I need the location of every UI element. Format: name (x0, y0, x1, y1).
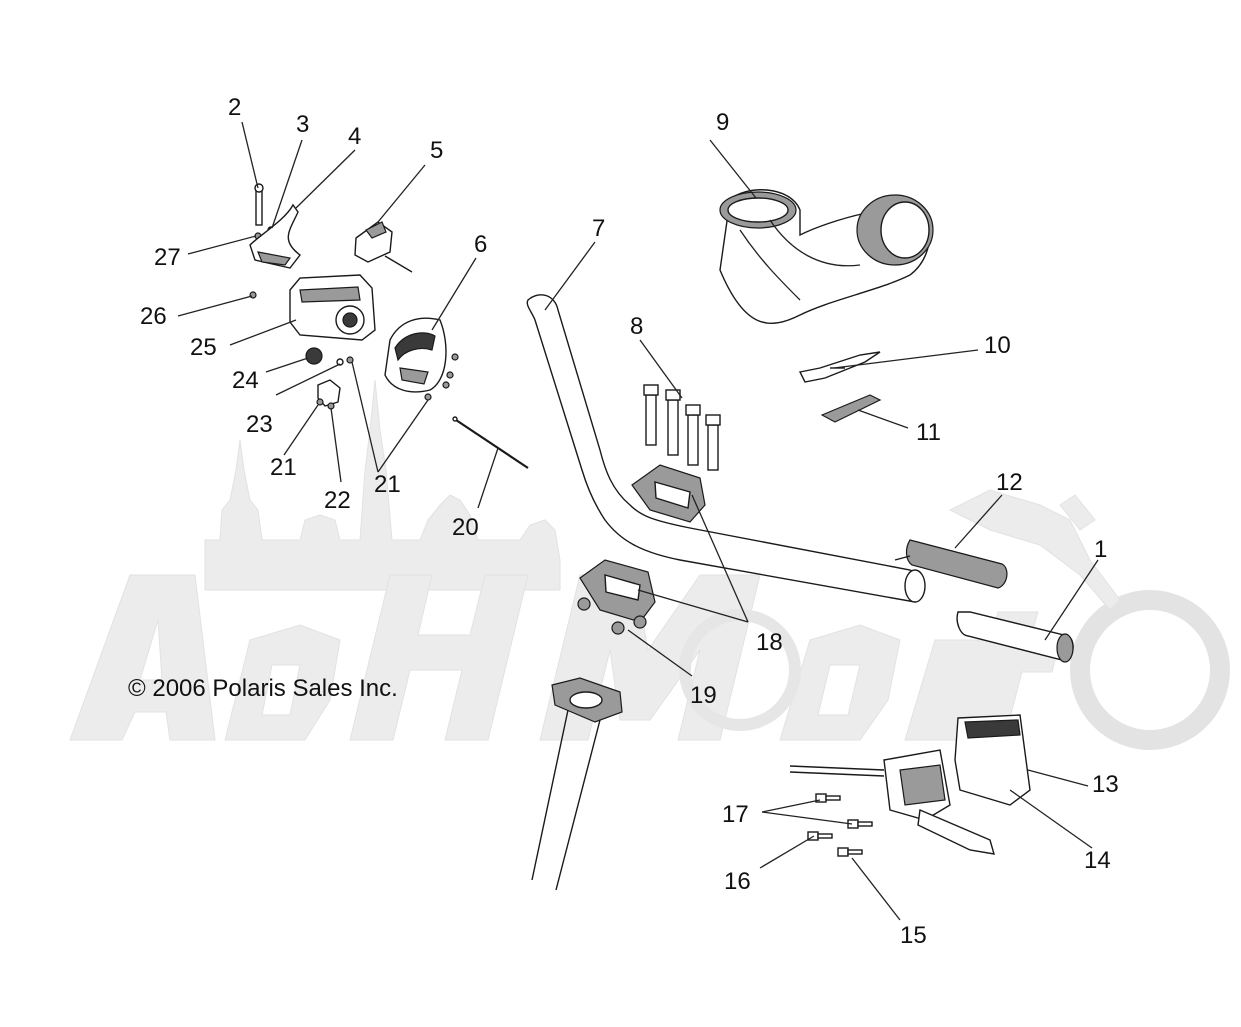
callout-27: 27 (154, 244, 181, 271)
cable-part (452, 416, 529, 469)
control-housing-part (249, 274, 376, 341)
callout-9: 9 (716, 109, 729, 136)
callout-23: 23 (246, 411, 273, 438)
screws-part (346, 353, 459, 401)
switch-part (354, 221, 413, 273)
callout-10: 10 (984, 332, 1011, 359)
callout-1: 1 (1094, 536, 1107, 563)
callout-8: 8 (630, 313, 643, 340)
callout-13: 13 (1092, 771, 1119, 798)
callouts: 1 2 3 4 5 6 7 8 9 10 11 12 13 14 15 16 1… (140, 94, 1119, 949)
grip-part (956, 611, 1074, 663)
callout-15: 15 (900, 922, 927, 949)
callout-21-left: 21 (270, 454, 297, 481)
callout-21-right: 21 (374, 471, 401, 498)
callout-4: 4 (348, 123, 361, 150)
callout-16: 16 (724, 868, 751, 895)
washer-part (336, 358, 344, 366)
callout-18: 18 (756, 629, 783, 656)
upper-clamp-part (631, 464, 706, 523)
callout-24: 24 (232, 367, 259, 394)
callout-5: 5 (430, 137, 443, 164)
cover-part (384, 317, 447, 393)
grip-heater-part (894, 539, 1008, 589)
lower-clamp-part (579, 559, 656, 623)
callout-2: 2 (228, 94, 241, 121)
callout-19: 19 (690, 682, 717, 709)
callout-22: 22 (324, 487, 351, 514)
handlebar-part (526, 294, 926, 603)
callout-25: 25 (190, 334, 217, 361)
callout-3: 3 (296, 111, 309, 138)
callout-12: 12 (996, 469, 1023, 496)
watermark (69, 379, 1230, 750)
master-cylinder-part (789, 714, 1031, 855)
callout-26: 26 (140, 303, 167, 330)
plug-part (305, 347, 323, 365)
strip-part (820, 394, 882, 423)
callout-14: 14 (1084, 847, 1111, 874)
callout-20: 20 (452, 514, 479, 541)
handlebar-cover-part (719, 189, 934, 325)
bracket-hardware-part (249, 183, 301, 269)
master-cylinder-screws-part (807, 793, 873, 857)
callout-11: 11 (916, 419, 941, 446)
callout-6: 6 (474, 231, 487, 258)
callout-7: 7 (592, 215, 605, 242)
nuts-part (577, 597, 647, 635)
leader-lines (177, 121, 1099, 921)
copyright-notice: © 2006 Polaris Sales Inc. (128, 675, 398, 702)
plate-part (316, 379, 341, 410)
steering-post-part (531, 677, 623, 891)
parts (249, 183, 1074, 891)
callout-17: 17 (722, 801, 749, 828)
